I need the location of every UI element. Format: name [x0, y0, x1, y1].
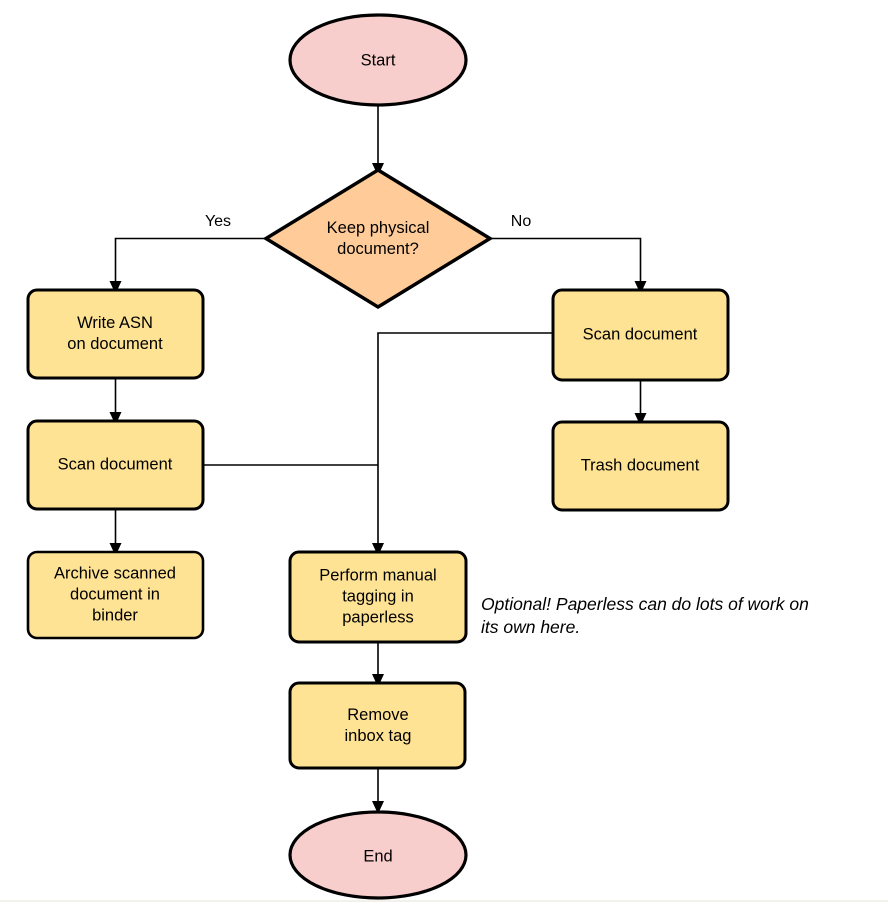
node-scan-right-shape	[551, 288, 730, 382]
node-archive-shape	[26, 550, 205, 640]
edge-decision-yes-to-write-asn	[109, 237, 266, 294]
edge-scan-right-to-tagging	[372, 332, 553, 556]
node-end-shape	[288, 810, 468, 900]
node-decision-shape	[262, 167, 494, 310]
node-start-shape	[288, 13, 468, 107]
node-remove-inbox-shape	[288, 681, 467, 770]
edge-label-no: No	[510, 213, 532, 230]
node-write-asn-shape	[26, 288, 205, 380]
node-tagging-shape	[288, 550, 468, 644]
bottom-divider	[0, 900, 888, 902]
optional-note: Optional! Paperless can do lots of work …	[481, 594, 809, 637]
edge-decision-no-to-scan-right	[490, 237, 647, 294]
node-scan-left-shape	[26, 419, 205, 511]
node-trash-shape	[551, 420, 730, 512]
edge-label-yes: Yes	[204, 213, 232, 230]
